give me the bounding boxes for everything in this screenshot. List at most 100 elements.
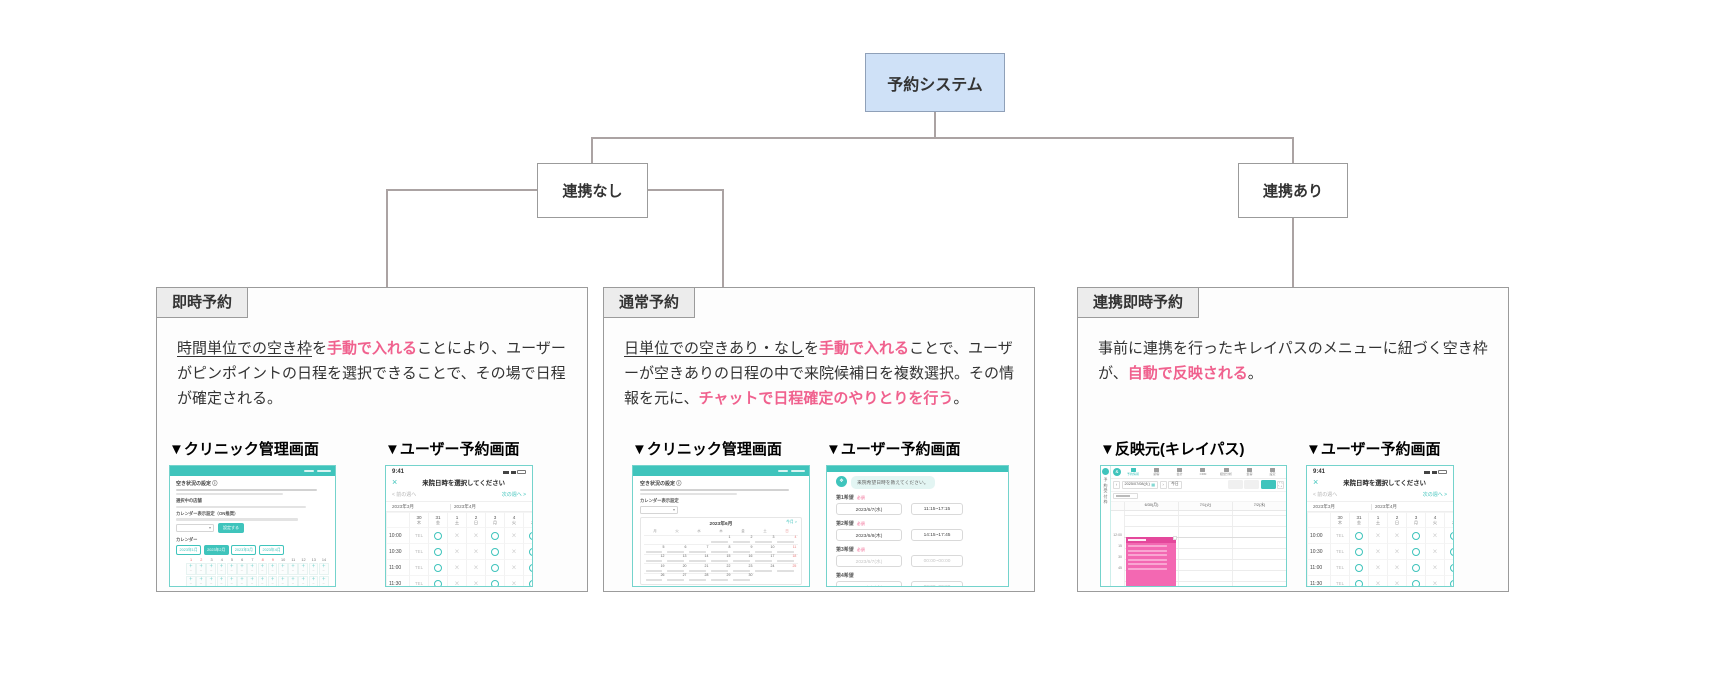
month-label: 2023年4月	[450, 504, 476, 510]
day-number: 30	[1337, 514, 1343, 520]
day-weekday: 火	[1432, 520, 1438, 526]
date-cell: 14	[687, 553, 710, 564]
screen-label: ▼ユーザー予約画面	[385, 441, 520, 458]
week-nav: < 前の週へ次の週へ >	[1307, 489, 1453, 502]
plus-mark: ＋	[321, 563, 326, 569]
unavailable-x-icon: ×	[473, 578, 479, 587]
unavailable-x-icon: ×	[1375, 546, 1381, 556]
date-cell: 1	[709, 534, 732, 545]
slot-cell: ＋−	[308, 575, 319, 586]
plus-mark: ＋	[260, 576, 265, 582]
date-number: 25	[792, 563, 797, 568]
day-number: 11	[291, 557, 296, 562]
mark-cell	[485, 575, 504, 586]
mark-cell	[1349, 527, 1368, 543]
availability-grid: 30木31金1土2日3月4火5水10:00TEL×××10:30TEL×××11…	[386, 512, 532, 587]
minus-mark: −	[281, 567, 284, 573]
minus-mark: −	[271, 580, 274, 586]
date-number: 27	[682, 573, 687, 578]
prev-week-link: < 前の週へ	[392, 492, 417, 498]
availability-select-bar	[733, 541, 750, 544]
text-line-bar	[640, 489, 790, 492]
day-number: 5	[230, 557, 234, 562]
tel-label: TEL	[1335, 549, 1345, 554]
date-number: 28	[704, 573, 709, 578]
minus-mark: −	[322, 567, 325, 573]
plus-mark: ＋	[199, 563, 204, 569]
toolbar-nav-item: 集客	[1238, 467, 1260, 477]
mark-cell: ×	[1368, 575, 1387, 587]
slot-cell: ＋−	[216, 575, 227, 586]
slot-row: ＋−＋−＋−＋−＋−＋−＋−＋−＋−＋−＋−＋−＋−＋−	[176, 562, 329, 575]
availability-select-bar	[667, 550, 684, 553]
connector-line	[722, 189, 724, 287]
day-header-cell: 5水	[523, 512, 532, 527]
mark-cell	[1444, 575, 1453, 586]
mini-header: ×来院日時を選択してください	[386, 475, 532, 489]
field-input-row: 2023/6/8(木)14:15~17:45	[836, 529, 999, 541]
day-number: 1	[455, 514, 459, 520]
available-circle-icon	[1355, 563, 1363, 572]
toolbar-icon	[1270, 467, 1276, 472]
expand-icon: ⛶	[1277, 480, 1284, 489]
toolbar-label: 経営分析	[1220, 472, 1233, 476]
time-label: 11:30	[386, 575, 409, 586]
connector-line	[1292, 137, 1294, 164]
minus-mark: −	[312, 580, 315, 586]
month-label: 2023年4月	[1371, 504, 1397, 510]
status-time: 9:41	[1313, 469, 1326, 475]
status-icons	[503, 470, 526, 474]
date-number: 9	[750, 544, 753, 549]
time-label: 11:30	[1307, 575, 1330, 586]
mark-cell: ×	[1425, 575, 1444, 587]
availability-select-bar	[667, 569, 684, 572]
mark-cell: ×	[447, 543, 466, 559]
time-label: 12:00	[1113, 532, 1122, 537]
time-input: 00:00~00:00	[911, 581, 963, 586]
unavailable-x-icon: ×	[1375, 578, 1381, 587]
date-cell: 23	[731, 563, 754, 573]
toolbar-icon	[1247, 467, 1253, 472]
event-text-line	[1128, 554, 1167, 557]
date-cell: 17	[753, 553, 776, 564]
unavailable-x-icon: ×	[1432, 578, 1438, 587]
date-number: 15	[726, 554, 731, 559]
panel-normal-booking: 通常予約 日単位での空きあり・なしを手動で入れることで、ユーザーが空きありの日程…	[603, 287, 1035, 592]
panel-description: 事前に連携を行ったキレイパスのメニューに紐づく空き枠が、自動で反映される。	[1098, 336, 1493, 386]
mark-cell: ×	[447, 527, 466, 543]
month-tab: 2023年1月	[176, 545, 202, 556]
toolbar-label: CRM	[1199, 472, 1207, 476]
plus-mark: ＋	[219, 576, 224, 582]
next-week-link: 次の週へ >	[1422, 492, 1447, 498]
availability-select-bar	[733, 560, 750, 563]
available-circle-icon	[491, 579, 499, 586]
time-gutter	[1111, 502, 1124, 510]
mark-cell	[1444, 559, 1453, 575]
date-number: 3	[772, 535, 775, 540]
available-circle-icon	[1355, 579, 1363, 586]
date-number: 7	[706, 544, 709, 549]
grid-line	[1124, 514, 1286, 515]
time-label: 10:00	[1307, 527, 1330, 543]
description-text: を	[312, 340, 328, 357]
plus-mark: ＋	[219, 563, 224, 569]
day-column-header: 7/1(火)	[1178, 501, 1232, 510]
panel-instant-booking: 即時予約 時間単位での空き枠を手動で入れることにより、ユーザーがピンポイントの日…	[156, 287, 588, 592]
plus-mark: ＋	[209, 576, 214, 582]
available-circle-icon	[1412, 579, 1420, 586]
mark-cell	[1406, 559, 1425, 575]
date-cell: 7	[687, 544, 710, 554]
toolbar-nav-item: 予約情報	[1122, 467, 1144, 477]
tel-label: TEL	[414, 581, 424, 586]
filter-row	[1111, 492, 1286, 502]
mark-cell: ×	[504, 527, 523, 543]
unavailable-x-icon: ×	[473, 562, 479, 572]
minus-mark: −	[261, 580, 264, 586]
unavailable-x-icon: ×	[473, 546, 479, 556]
screen-label: ▼反映元(キレイパス)	[1100, 441, 1245, 458]
